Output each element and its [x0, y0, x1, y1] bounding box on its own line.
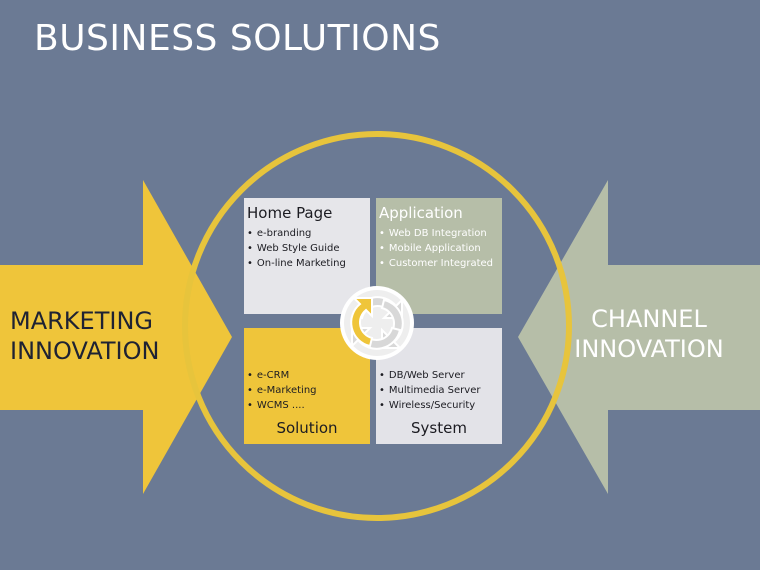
outer-ring [182, 131, 572, 521]
list-item: e-Marketing [247, 383, 367, 398]
right-arrow-line2: INNOVATION [574, 335, 724, 363]
marketing-innovation-label: MARKETING INNOVATION [10, 306, 159, 366]
list-item: Multimedia Server [379, 383, 499, 398]
list-item: e-branding [247, 226, 367, 241]
list-item: Wireless/Security [379, 398, 499, 413]
application-title: Application [379, 204, 463, 222]
list-item: On-line Marketing [247, 256, 367, 271]
home-page-title: Home Page [247, 204, 333, 222]
solution-title: Solution [276, 419, 338, 437]
left-arrow [0, 180, 232, 494]
home-page-list: e-branding Web Style Guide On-line Marke… [247, 226, 367, 271]
system-list: DB/Web Server Multimedia Server Wireless… [379, 368, 499, 413]
channel-innovation-label: CHANNEL INNOVATION [566, 304, 732, 364]
cycle-arrows-icon [340, 286, 414, 360]
left-arrow-line1: MARKETING [10, 307, 153, 335]
list-item: Web DB Integration [379, 226, 499, 241]
system-title: System [411, 419, 467, 437]
solution-list: e-CRM e-Marketing WCMS .... [247, 368, 367, 413]
list-item: Customer Integrated [379, 256, 499, 271]
list-item: e-CRM [247, 368, 367, 383]
list-item: Mobile Application [379, 241, 499, 256]
solution-box: e-CRM e-Marketing WCMS .... Solution [244, 328, 370, 444]
left-arrow-line2: INNOVATION [10, 337, 160, 365]
application-list: Web DB Integration Mobile Application Cu… [379, 226, 499, 271]
page-title: BUSINESS SOLUTIONS [34, 18, 441, 59]
right-arrow [518, 180, 760, 494]
right-arrow-line1: CHANNEL [591, 305, 707, 333]
home-page-box: Home Page e-branding Web Style Guide On-… [244, 198, 370, 314]
list-item: Web Style Guide [247, 241, 367, 256]
list-item: WCMS .... [247, 398, 367, 413]
list-item: DB/Web Server [379, 368, 499, 383]
